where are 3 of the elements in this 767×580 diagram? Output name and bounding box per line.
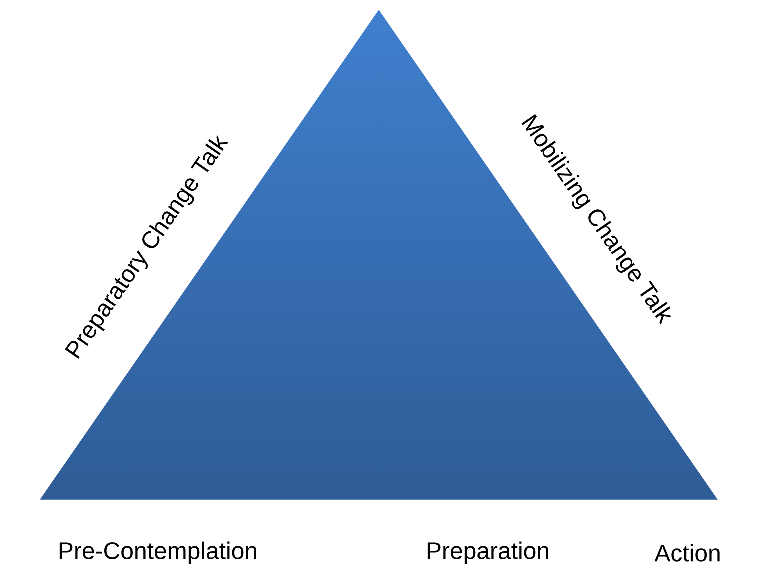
stage-label: Preparation — [428, 542, 548, 564]
stage-label: Pre-Contemplation — [60, 542, 256, 564]
stage-label: Action — [654, 544, 720, 562]
